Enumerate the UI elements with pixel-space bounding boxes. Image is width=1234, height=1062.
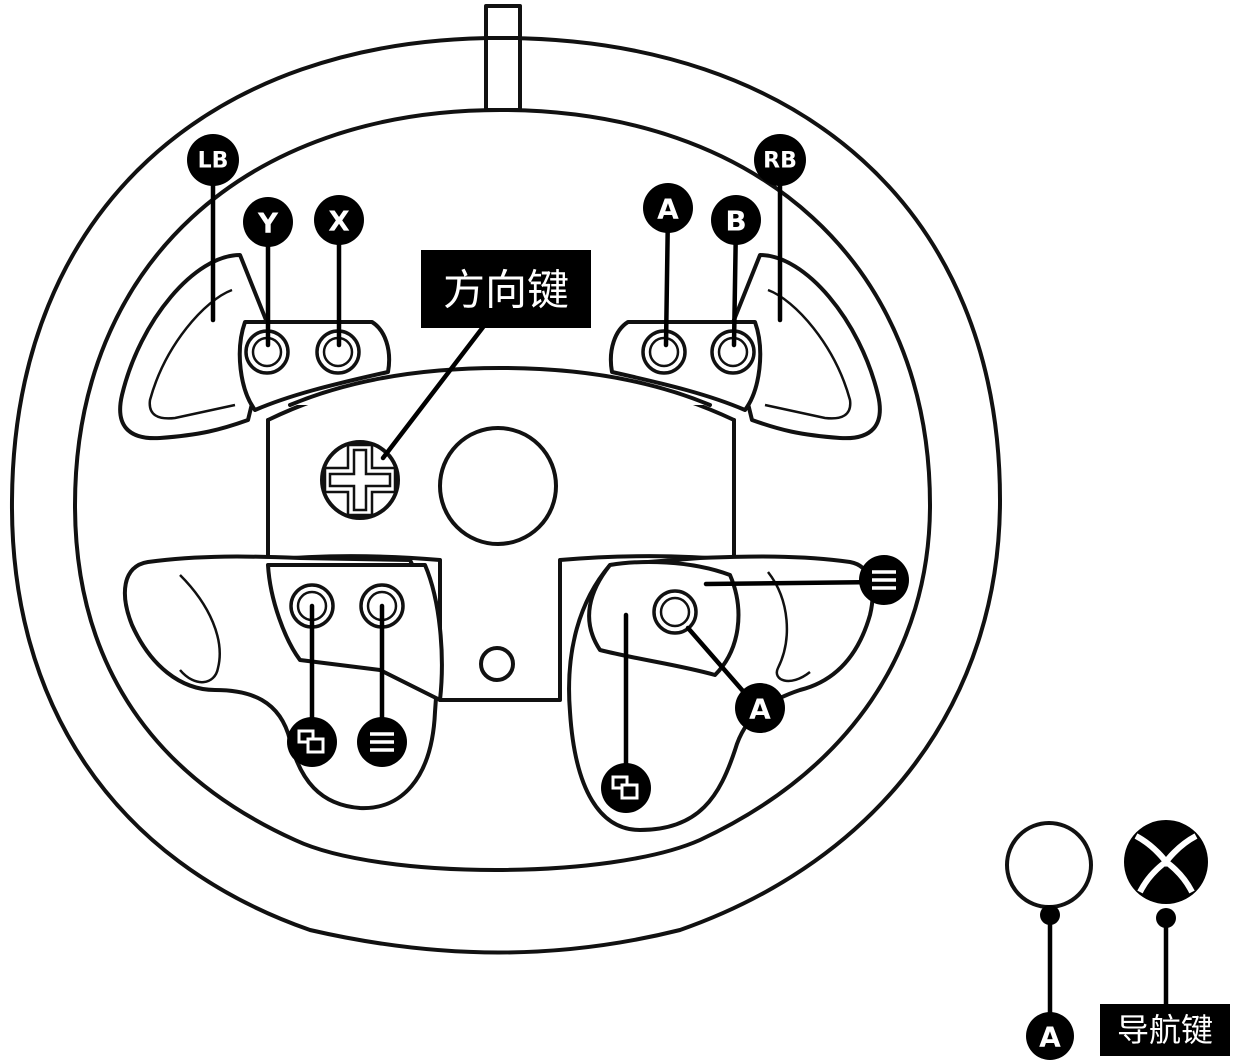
view-icon bbox=[287, 717, 337, 767]
menu-icon bbox=[357, 717, 407, 767]
badge-lb: LB bbox=[187, 134, 239, 186]
btn-x-physical[interactable] bbox=[315, 329, 361, 375]
dpad[interactable] bbox=[320, 440, 400, 520]
badge-lb-text: LB bbox=[198, 149, 229, 174]
hub-center-circle bbox=[438, 426, 558, 546]
left-upper-grip bbox=[118, 253, 272, 441]
badge-b: B bbox=[711, 195, 761, 245]
badge-rb-text: RB bbox=[763, 149, 797, 174]
menu-icon bbox=[859, 555, 909, 605]
badge-a-lower-right-text: A bbox=[749, 693, 771, 726]
badge-y-text: Y bbox=[257, 207, 279, 240]
nav-label-text: 导航键 bbox=[1117, 1011, 1213, 1049]
badge-a-bottom-text: A bbox=[1039, 1021, 1061, 1054]
badge-a-text: A bbox=[657, 193, 679, 226]
a-button-symbol bbox=[1005, 821, 1093, 909]
a-button-legend: A bbox=[1005, 821, 1093, 1060]
badge-a: A bbox=[643, 183, 693, 233]
btn-a-lower-right-physical[interactable] bbox=[652, 589, 698, 635]
leader-menu-right bbox=[703, 579, 885, 587]
dpad-label-text: 方向键 bbox=[443, 266, 569, 315]
right-upper-grip bbox=[728, 253, 882, 441]
hub-small-hole bbox=[479, 646, 515, 682]
leader-dpad bbox=[380, 315, 493, 461]
badge-b-text: B bbox=[725, 205, 746, 238]
badge-x: X bbox=[314, 195, 364, 245]
badge-x-text: X bbox=[328, 205, 350, 238]
top-center-marker bbox=[484, 4, 522, 112]
badge-a-lower-right: A bbox=[735, 683, 785, 733]
badge-rb: RB bbox=[754, 134, 806, 186]
nav-label: 导航键 bbox=[1100, 1004, 1230, 1056]
dpad-label: 方向键 bbox=[421, 250, 591, 328]
badge-y: Y bbox=[243, 197, 293, 247]
view-icon bbox=[601, 763, 651, 813]
xbox-logo-icon bbox=[1124, 820, 1208, 928]
